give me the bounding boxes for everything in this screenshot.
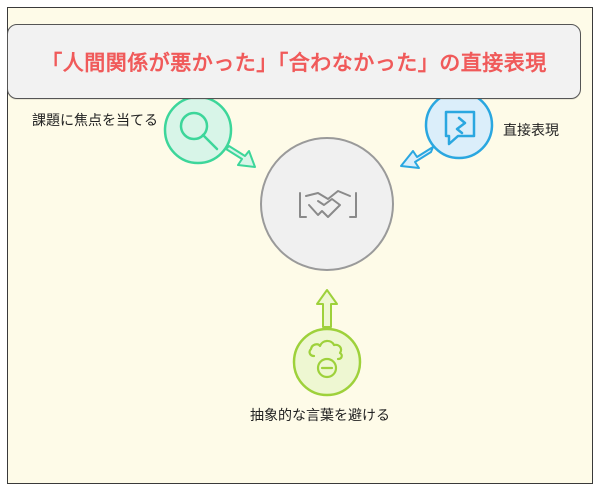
avoid-label: 抽象的な言葉を避ける: [250, 408, 390, 424]
direct-label: 直接表現: [503, 123, 559, 139]
cloud-minus-icon: [308, 339, 343, 379]
diagram-title: 「人間関係が悪かった」「合わなかった」の直接表現: [41, 50, 547, 75]
title-box: 「人間関係が悪かった」「合わなかった」の直接表現: [7, 24, 581, 99]
focus-node: [163, 95, 256, 168]
magnifier-icon: [179, 111, 219, 151]
center-node: [260, 137, 394, 271]
focus-label: 課題に焦点を当てる: [32, 113, 158, 129]
avoid-node: [292, 289, 362, 397]
direct-node: [400, 90, 494, 169]
chat-bubble-icon: [444, 110, 476, 146]
handshake-icon: [299, 190, 357, 218]
